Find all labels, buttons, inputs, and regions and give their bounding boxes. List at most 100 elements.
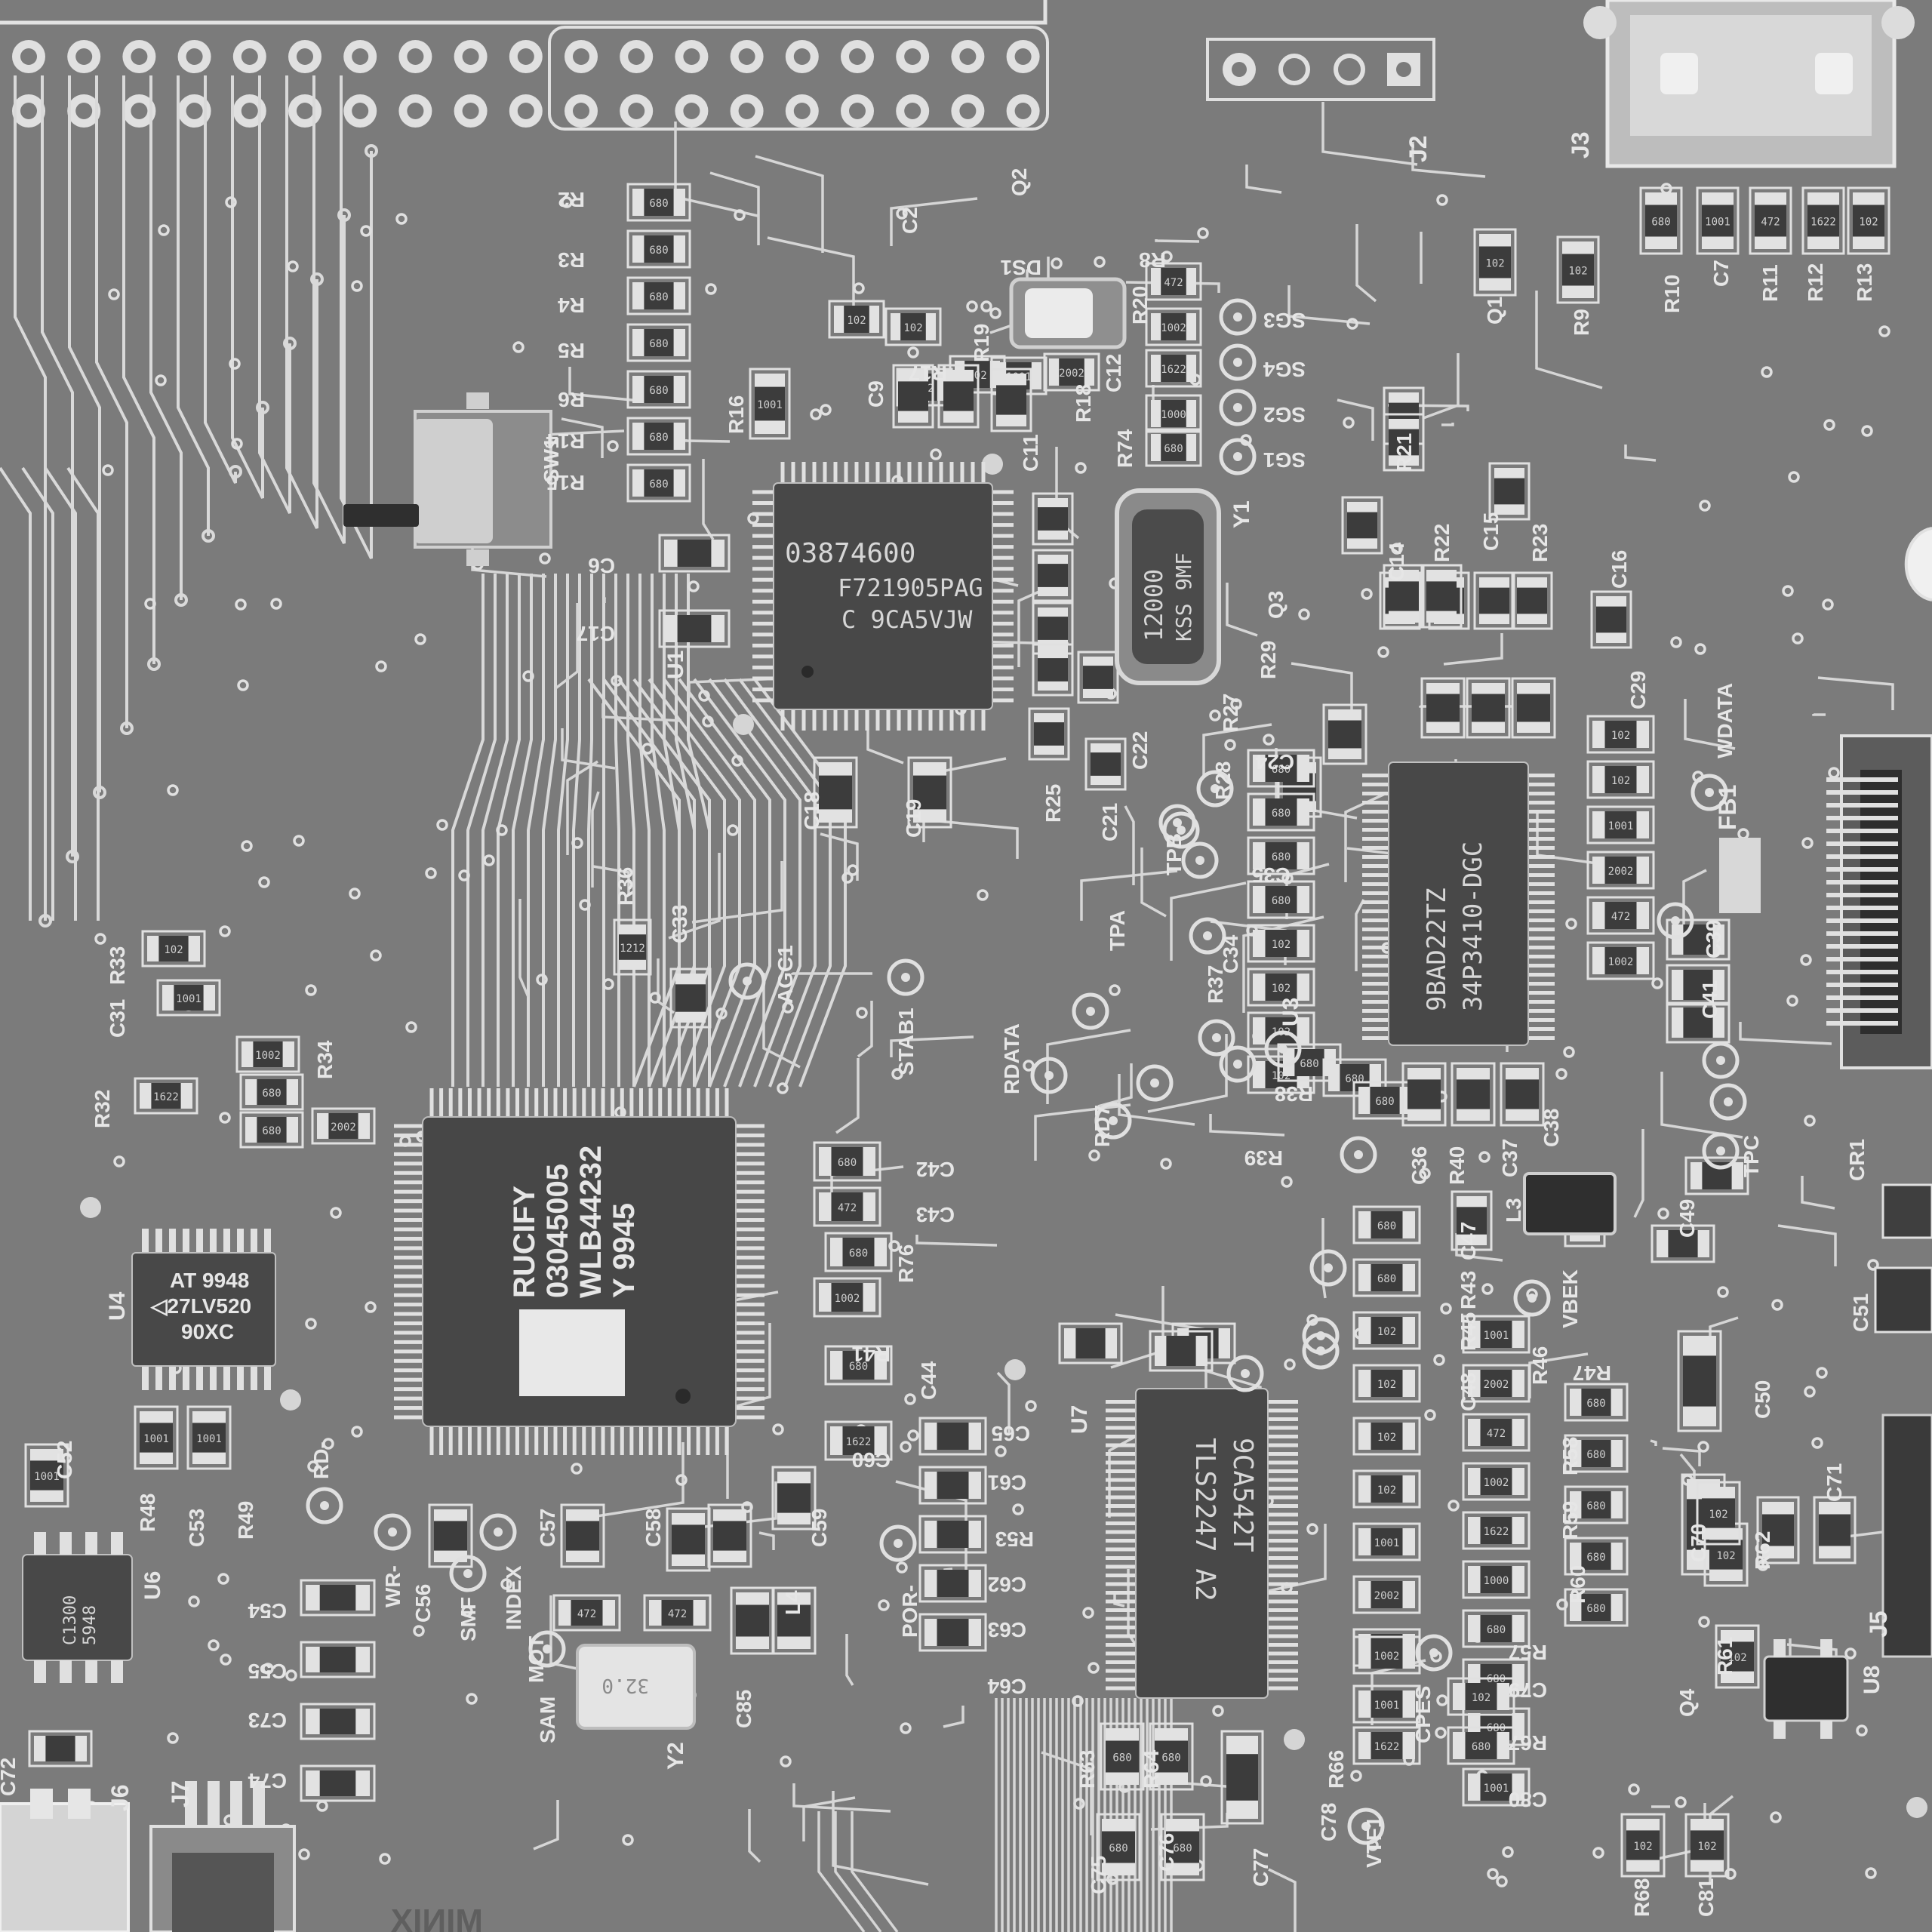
svg-text:1622: 1622 bbox=[1374, 1741, 1400, 1753]
silk-l4: L4 bbox=[781, 1590, 804, 1615]
silk-r17: R17 bbox=[909, 361, 947, 385]
silk-c73: C73 bbox=[248, 1709, 287, 1732]
diode-cr1 bbox=[1881, 1183, 1932, 1239]
silk-r32: R32 bbox=[91, 1090, 114, 1128]
svg-text:680: 680 bbox=[838, 1157, 857, 1169]
silk-ref-u4: U4 bbox=[105, 1291, 130, 1321]
silk-c81: C81 bbox=[1694, 1878, 1718, 1917]
silk-r28: R28 bbox=[1211, 761, 1235, 800]
silk-c31: C31 bbox=[106, 999, 129, 1038]
silk-c59: C59 bbox=[808, 1509, 831, 1547]
silk-sw1: SW1 bbox=[540, 437, 563, 483]
silk-ref-u7: U7 bbox=[1067, 1405, 1092, 1434]
u7-marking-2: TLS2247 A2 bbox=[1189, 1438, 1220, 1601]
svg-text:2002: 2002 bbox=[1608, 866, 1634, 878]
svg-text:1001: 1001 bbox=[1608, 820, 1634, 832]
silk-r37: R37 bbox=[1204, 965, 1227, 1004]
svg-text:680: 680 bbox=[849, 1361, 868, 1373]
silk-r14: R14 bbox=[546, 429, 585, 453]
silk-r39: R39 bbox=[1244, 1146, 1283, 1170]
silk-c35: C35 bbox=[1252, 863, 1291, 887]
silk-r40: R40 bbox=[1445, 1146, 1469, 1185]
svg-text:1622: 1622 bbox=[1810, 217, 1836, 229]
silk-ref-u8: U8 bbox=[1860, 1666, 1884, 1694]
diode-c51-area bbox=[1874, 1266, 1932, 1334]
silk-c72: C72 bbox=[0, 1758, 20, 1796]
svg-text:1001: 1001 bbox=[757, 399, 783, 411]
silk-c47: C47 bbox=[1457, 1222, 1480, 1260]
u6-marking-2: 5948 bbox=[81, 1605, 100, 1645]
svg-text:102: 102 bbox=[1377, 1326, 1396, 1338]
chip-u4: AT 9948 ◁27LV520 90XC bbox=[131, 1229, 276, 1390]
silk-tpc: TPC bbox=[1740, 1135, 1763, 1177]
silk-r23: R23 bbox=[1528, 524, 1552, 562]
svg-text:1622: 1622 bbox=[1484, 1526, 1509, 1538]
silk-c80: C80 bbox=[1509, 1788, 1547, 1811]
silk-r74: R74 bbox=[1113, 429, 1137, 468]
chip-u7: 9CA542T TLS2247 A2 bbox=[1106, 1388, 1298, 1699]
silk-r29: R29 bbox=[1257, 641, 1280, 679]
y2-marking: 32.0 bbox=[601, 1674, 649, 1697]
silk-r8: R8 bbox=[1139, 248, 1166, 272]
silk-rd7: RD7 bbox=[1091, 1105, 1114, 1147]
silk-sam: SAM bbox=[536, 1697, 559, 1743]
silk-r67: R67 bbox=[1509, 1731, 1547, 1755]
svg-text:472: 472 bbox=[1611, 911, 1630, 923]
silk-r5: R5 bbox=[558, 339, 585, 362]
svg-text:680: 680 bbox=[262, 1125, 281, 1137]
silk-r4: R4 bbox=[558, 294, 585, 317]
silk-r38: R38 bbox=[1275, 1082, 1313, 1106]
silk-c36: C36 bbox=[1407, 1146, 1431, 1185]
silk-c14: C14 bbox=[1385, 542, 1408, 581]
silk-c74: C74 bbox=[248, 1769, 287, 1792]
silk-c11: C11 bbox=[1019, 434, 1042, 472]
silk-vtf1: VTF1 bbox=[1362, 1817, 1386, 1868]
switch-sw1 bbox=[343, 392, 552, 566]
svg-text:1001: 1001 bbox=[1374, 1700, 1400, 1712]
oscillator-y2: 32.0 bbox=[576, 1644, 696, 1730]
header-pad-array bbox=[12, 26, 1049, 131]
silk-ref-j2: J2 bbox=[1404, 135, 1432, 162]
svg-text:1001: 1001 bbox=[143, 1433, 169, 1445]
connector-j7 bbox=[149, 1781, 296, 1932]
y1-marking-2: KSS 9MF bbox=[1171, 552, 1196, 641]
smd-components: 6806806806806806806801021021021021001200… bbox=[24, 183, 1890, 1881]
svg-text:472: 472 bbox=[838, 1202, 857, 1214]
silk-r49: R49 bbox=[234, 1501, 257, 1540]
svg-text:680: 680 bbox=[649, 432, 668, 444]
silk-ref-j6: J6 bbox=[106, 1784, 134, 1811]
silk-r62: R62 bbox=[1751, 1531, 1774, 1570]
silk-cr1: CR1 bbox=[1845, 1139, 1869, 1181]
silk-r64: R64 bbox=[1140, 1749, 1163, 1789]
silk-c56: C56 bbox=[411, 1584, 435, 1623]
svg-text:680: 680 bbox=[1377, 1273, 1396, 1285]
svg-text:680: 680 bbox=[1173, 1843, 1192, 1855]
silk-c18: C18 bbox=[800, 792, 823, 830]
silk-c42: C42 bbox=[916, 1158, 955, 1181]
connector-fb1 bbox=[1719, 734, 1932, 1069]
silk-r20: R20 bbox=[1128, 286, 1152, 325]
silk-c77: C77 bbox=[1249, 1848, 1272, 1887]
silk-rdata: RDATA bbox=[1000, 1023, 1023, 1094]
silk-c34: C34 bbox=[1219, 934, 1242, 974]
svg-text:2002: 2002 bbox=[1059, 368, 1084, 380]
silk-r12: R12 bbox=[1804, 263, 1827, 302]
chip-u6: C1300 5948 bbox=[22, 1532, 133, 1683]
silk-r41: R41 bbox=[852, 1343, 891, 1366]
silk-c76: C76 bbox=[1155, 1833, 1178, 1872]
svg-text:1001: 1001 bbox=[1705, 217, 1730, 229]
svg-text:102: 102 bbox=[1709, 1509, 1727, 1521]
silk-wdata: WDATA bbox=[1713, 683, 1737, 758]
svg-text:2002: 2002 bbox=[1484, 1379, 1509, 1391]
y1-marking-1: 12000 bbox=[1140, 569, 1168, 641]
crystal-y1: 12000 KSS 9MF bbox=[1115, 488, 1221, 685]
silk-c37: C37 bbox=[1498, 1139, 1521, 1177]
silk-c55: C55 bbox=[248, 1660, 287, 1683]
silk-r53: R53 bbox=[995, 1527, 1034, 1551]
silk-c29: C29 bbox=[1626, 671, 1650, 709]
connector-j2 bbox=[1206, 38, 1435, 101]
silk-c22: C22 bbox=[1128, 731, 1152, 770]
silk-sg1: SG1 bbox=[1263, 448, 1306, 472]
